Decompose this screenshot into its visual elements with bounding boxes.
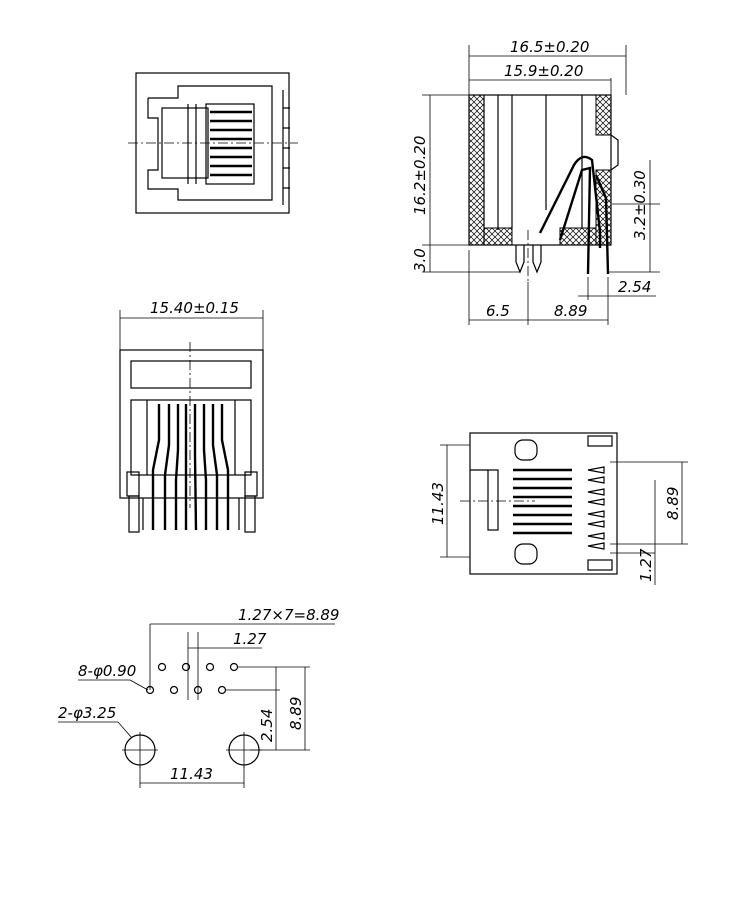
front-elevation-pins <box>151 404 230 531</box>
dim-bottom-pitch: 1.27 <box>637 548 655 582</box>
pcb-posts <box>122 732 262 768</box>
dim-pcb-posts: 2-φ3.25 <box>58 704 116 722</box>
dim-pcb-post-spacing: 11.43 <box>170 765 213 783</box>
bottom-view: 11.43 8. <box>429 432 688 585</box>
dim-pcb-row-offset: 2.54 <box>258 709 276 742</box>
dim-top-width-inner: 15.9±0.20 <box>504 62 583 80</box>
pcb-layout: 1.27×7=8.89 1.27 2.54 8.89 8-φ0.90 2-φ3.… <box>58 606 339 788</box>
side-view: 16.5±0.20 15.9±0.20 16.2±0.20 3.0 3.2 <box>411 38 660 325</box>
dim-bottom-row-span: 8.89 <box>664 487 682 520</box>
bottom-view-pins <box>587 466 605 550</box>
dim-side-height: 16.2±0.20 <box>411 136 429 215</box>
dim-side-pin-length: 3.0 <box>411 248 429 272</box>
dim-pcb-pitch-total: 1.27×7=8.89 <box>238 606 339 624</box>
dim-pin-offset: 3.2±0.30 <box>631 170 649 240</box>
front-elevation: 15.40±0.15 <box>119 299 264 533</box>
dim-top-width-outer: 16.5±0.20 <box>510 38 589 56</box>
front-contact-slots <box>210 110 252 177</box>
bottom-view-contacts <box>513 468 572 535</box>
dim-front-width: 15.40±0.15 <box>150 299 239 317</box>
dim-bottom-post-spacing: 11.43 <box>429 482 447 525</box>
dim-pcb-holes: 8-φ0.90 <box>78 662 136 680</box>
pcb-holes <box>145 662 239 695</box>
dim-side-pin-pitch: 2.54 <box>618 278 651 296</box>
dim-base-right: 8.89 <box>554 302 587 320</box>
dim-base-left: 6.5 <box>486 302 510 320</box>
front-view-top <box>128 72 298 214</box>
dim-pcb-pitch: 1.27 <box>233 630 267 648</box>
dim-pcb-row-span: 8.89 <box>287 697 305 730</box>
